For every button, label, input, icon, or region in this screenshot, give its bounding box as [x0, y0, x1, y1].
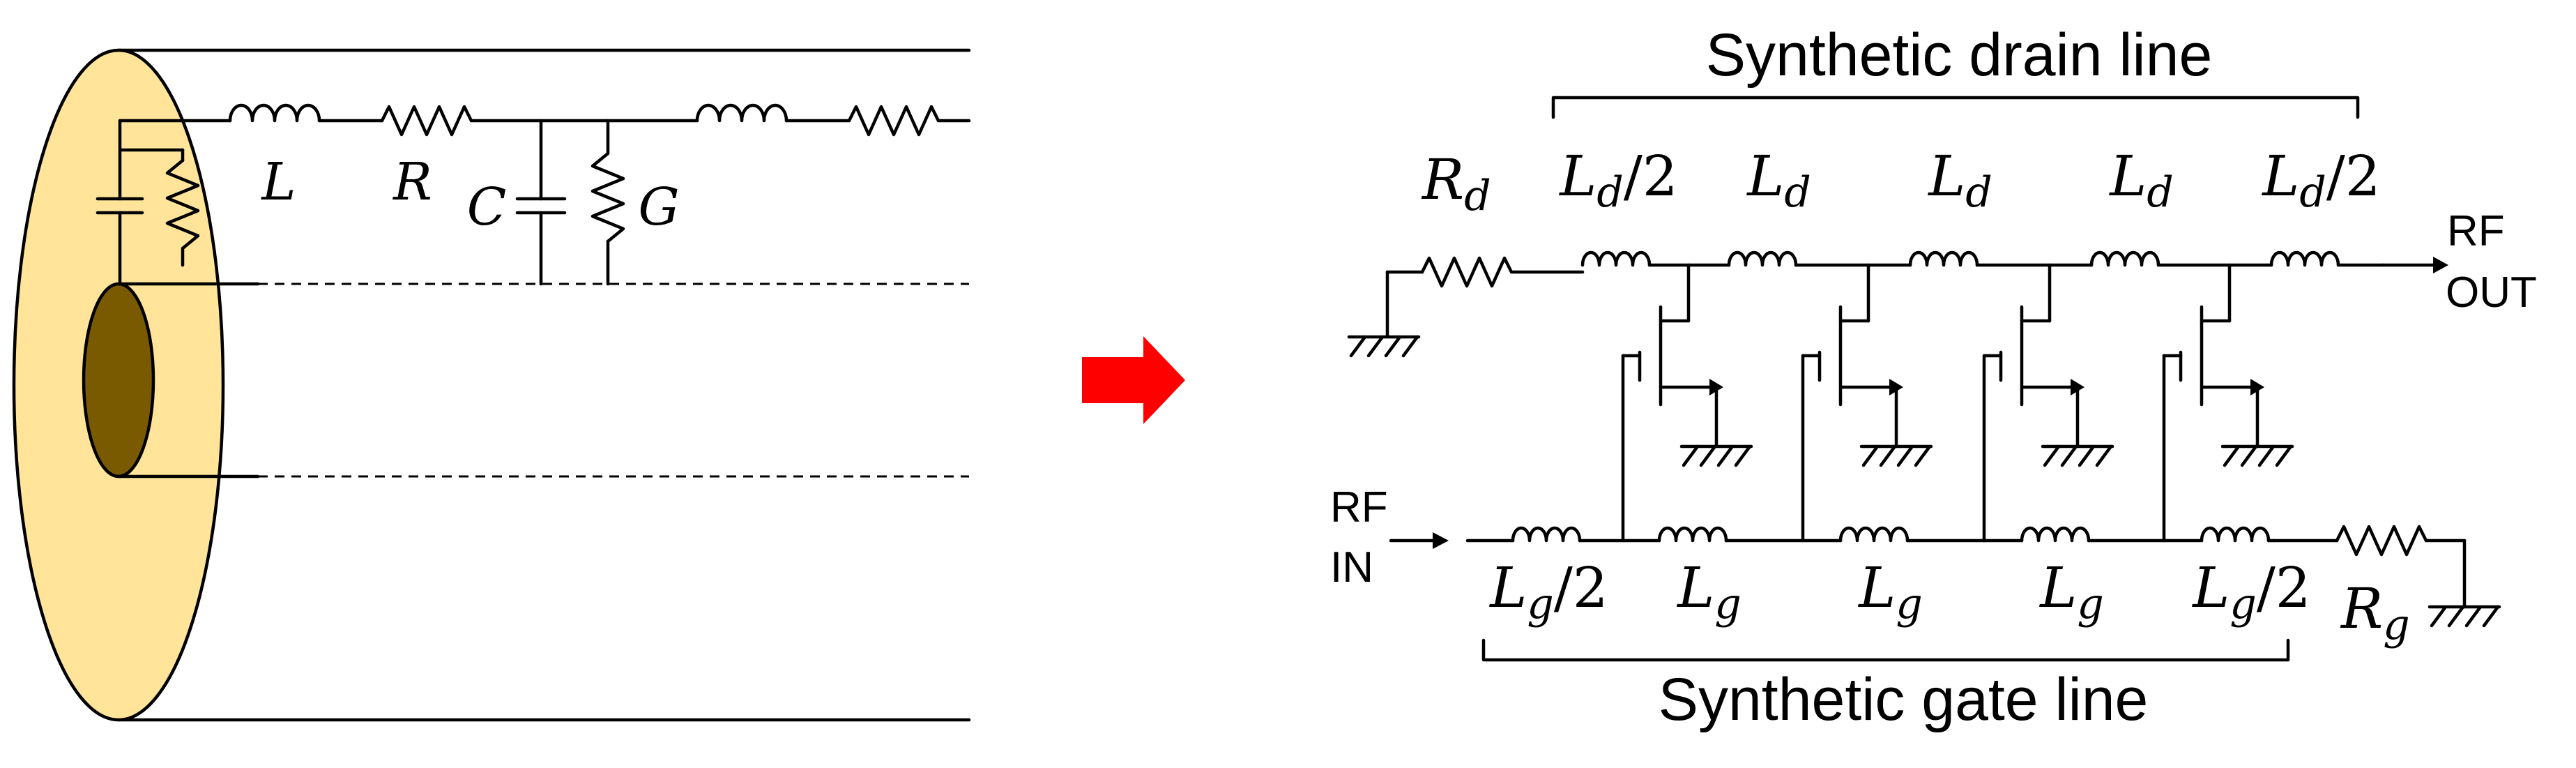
gate-inductor-label: Lg [1857, 555, 1923, 628]
gate-inductor-labels: Lg/2 Lg Lg Lg Lg/2 [1488, 555, 2310, 628]
inner-conductor [82, 282, 155, 479]
gate-line [1465, 526, 2276, 543]
coax-inductor-2 [695, 103, 788, 123]
rd-resistor [1420, 256, 1514, 288]
coax-resistor-2 [847, 105, 940, 137]
rf-in-arrow-icon [1433, 532, 1449, 549]
rf-out-label-2: OUT [2446, 269, 2537, 317]
rg-label: Rg [2340, 576, 2410, 649]
rg-resistor [2335, 525, 2428, 557]
drain-inductor-label: Ld [1746, 144, 1811, 217]
coax-resistor-1 [380, 105, 473, 137]
coax-inductor-1 [228, 103, 321, 123]
gate-inductor [1511, 526, 1582, 543]
gate-inductor [2020, 526, 2091, 543]
gate-inductor-label: Lg [1676, 555, 1742, 628]
label-C: C [467, 177, 507, 237]
gate-inductor-label: Lg/2 [1488, 555, 1608, 628]
gate-inductor-label: Lg/2 [2191, 555, 2310, 628]
rd-label: Rd [1421, 147, 1491, 220]
gate-inductor [2200, 526, 2271, 543]
distributed-amplifier: Synthetic drain line Synthetic gate line… [1330, 22, 2537, 733]
fet-transistor-icon [1621, 263, 1753, 543]
fet-transistor-icon [2162, 263, 2294, 543]
fet-transistor-icon [1801, 263, 1933, 543]
drain-inductor [1908, 250, 1979, 267]
gate-inductor [1657, 526, 1728, 543]
drain-inductor [1727, 250, 1798, 267]
rf-in-label-1: RF [1330, 483, 1388, 532]
rf-out-label-1: RF [2447, 207, 2505, 255]
gate-line-brace [1481, 638, 2290, 662]
gate-termination [2272, 525, 2501, 628]
rf-out-arrow-icon [2433, 257, 2448, 273]
drain-line-brace [1551, 96, 2360, 119]
label-G: G [638, 177, 679, 237]
coax-cable: L R C G [12, 48, 971, 722]
gate-line-title: Synthetic gate line [1659, 666, 2149, 733]
drain-inductor [2269, 250, 2340, 267]
drain-inductor [1580, 250, 1652, 267]
rf-in-label-2: IN [1330, 543, 1373, 592]
drain-inductor-label: Ld [2108, 144, 2174, 217]
label-R: R [392, 152, 432, 212]
ground-icon [1347, 335, 1421, 358]
label-L: L [260, 152, 296, 212]
drain-inductor-label: Ld [1927, 144, 1992, 217]
drain-inductor-label: Ld/2 [2261, 144, 2380, 217]
fet-transistor-icon [1982, 263, 2114, 543]
rf-in: RF IN [1330, 483, 1449, 592]
drain-inductor-labels: Ld/2 Ld Ld Ld Ld/2 [1558, 144, 2380, 217]
ground-icon [2428, 605, 2501, 628]
transform-arrow-icon [1082, 336, 1185, 424]
drain-line-title: Synthetic drain line [1706, 22, 2213, 89]
transistor-array [1621, 263, 2294, 543]
drain-inductor [2089, 250, 2160, 267]
gate-inductor [1838, 526, 1910, 543]
face-shunt [96, 119, 200, 286]
drain-termination [1347, 256, 1585, 358]
drain-line [1580, 250, 2385, 267]
series-line [118, 103, 971, 137]
rf-out: RF OUT [2381, 207, 2537, 317]
shunt-cg [515, 119, 625, 286]
gate-inductor-label: Lg [2038, 555, 2104, 628]
drain-inductor-label: Ld/2 [1558, 144, 1677, 217]
